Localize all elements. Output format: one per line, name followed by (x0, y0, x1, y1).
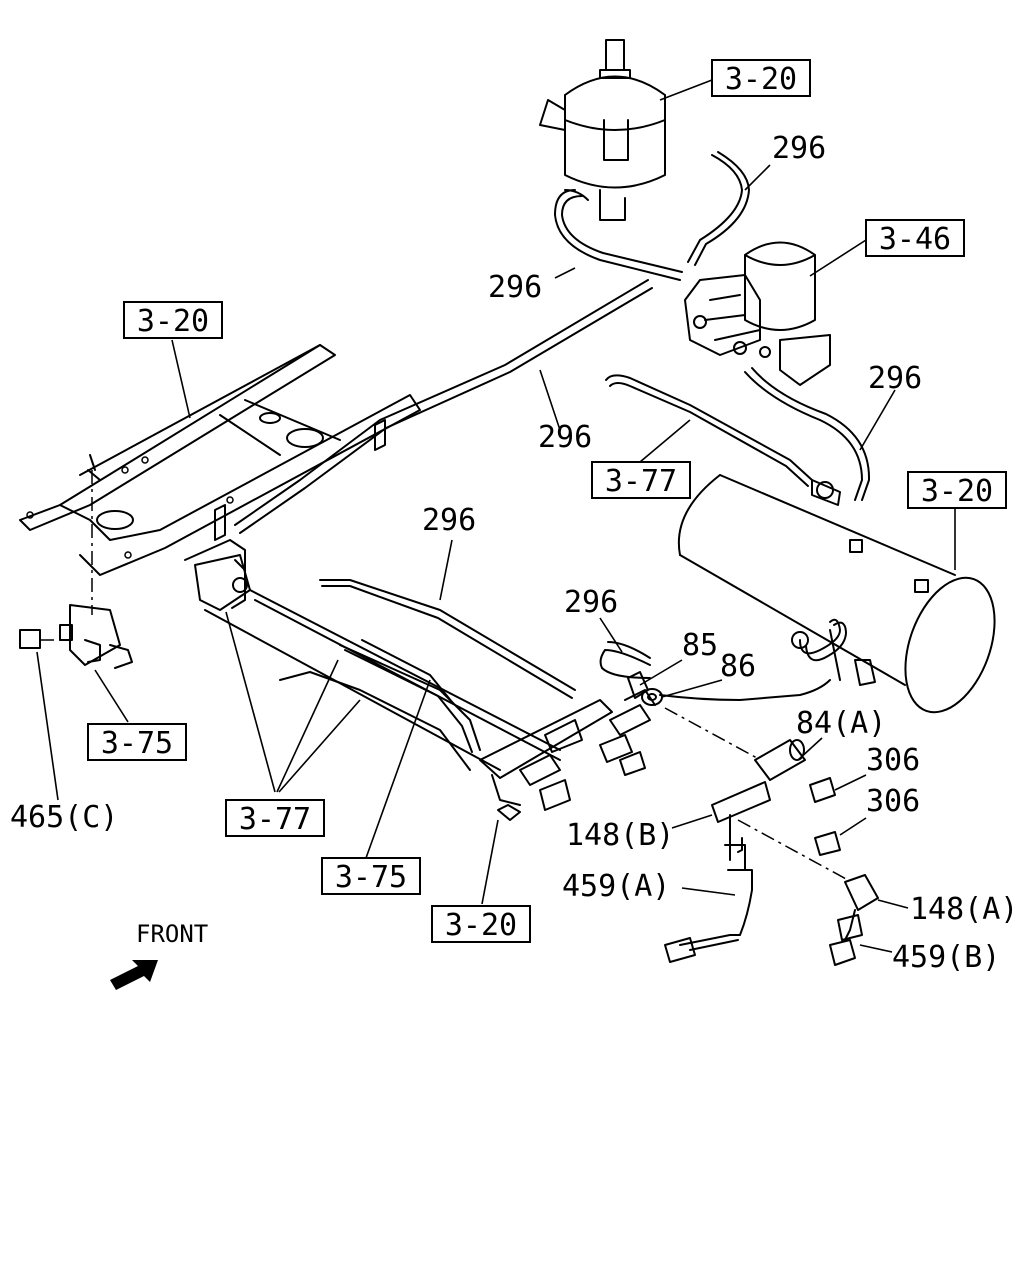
air-tank-top (539, 39, 666, 221)
callout-3-75-valve-left: 3-75 (87, 723, 187, 761)
callout-3-20-tank-right: 3-20 (907, 471, 1007, 509)
callout-306-lower: 306 (866, 784, 920, 819)
svg-text:3-20: 3-20 (445, 908, 517, 943)
callout-296-top-right: 296 (772, 131, 826, 166)
callout-148b: 148(B) (566, 818, 674, 853)
leveling-valve-left (19, 470, 133, 669)
svg-text:3-20: 3-20 (921, 474, 993, 509)
callout-296-mid-left: 296 (488, 270, 542, 305)
callout-86: 86 (720, 649, 756, 684)
callout-296-long-pipe: 296 (538, 420, 592, 455)
callout-3-20-frame: 3-20 (123, 301, 223, 339)
svg-text:3-20: 3-20 (137, 304, 209, 339)
callout-3-77-pipe-right: 3-77 (591, 461, 691, 499)
callout-465c: 465(C) (10, 800, 118, 835)
svg-text:3-77: 3-77 (605, 464, 677, 499)
svg-text:3-75: 3-75 (335, 860, 407, 895)
fittings-group (599, 641, 879, 966)
hoses-and-pipes (234, 151, 871, 534)
callout-296-u-hose: 296 (564, 585, 618, 620)
callout-3-20-bracket-lower: 3-20 (431, 905, 531, 943)
front-label: FRONT (136, 920, 208, 948)
callout-306-upper: 306 (866, 743, 920, 778)
front-arrow-icon (110, 960, 158, 990)
air-dryer (684, 241, 831, 386)
air-tank-right (677, 474, 996, 714)
callout-3-77-pipes-lower: 3-77 (225, 799, 325, 837)
leader-lines (36, 79, 956, 953)
svg-text:3-77: 3-77 (239, 802, 311, 837)
svg-text:3-75: 3-75 (101, 726, 173, 761)
callout-3-20-tank-top: 3-20 (711, 59, 811, 97)
svg-text:3-20: 3-20 (725, 62, 797, 97)
callout-84a: 84(A) (796, 706, 886, 741)
callout-296-center: 296 (422, 503, 476, 538)
callout-148a: 148(A) (910, 892, 1018, 927)
callout-3-46-dryer: 3-46 (865, 219, 965, 257)
svg-text:3-46: 3-46 (879, 222, 951, 257)
callout-3-75-pipe-middle: 3-75 (321, 857, 421, 895)
frame-crossmember (19, 344, 421, 576)
callout-459b: 459(B) (892, 940, 1000, 975)
callout-85: 85 (682, 628, 718, 663)
callout-459a: 459(A) (562, 869, 670, 904)
callout-296-dryer-right: 296 (868, 361, 922, 396)
lower-frame-pipes (194, 554, 656, 821)
